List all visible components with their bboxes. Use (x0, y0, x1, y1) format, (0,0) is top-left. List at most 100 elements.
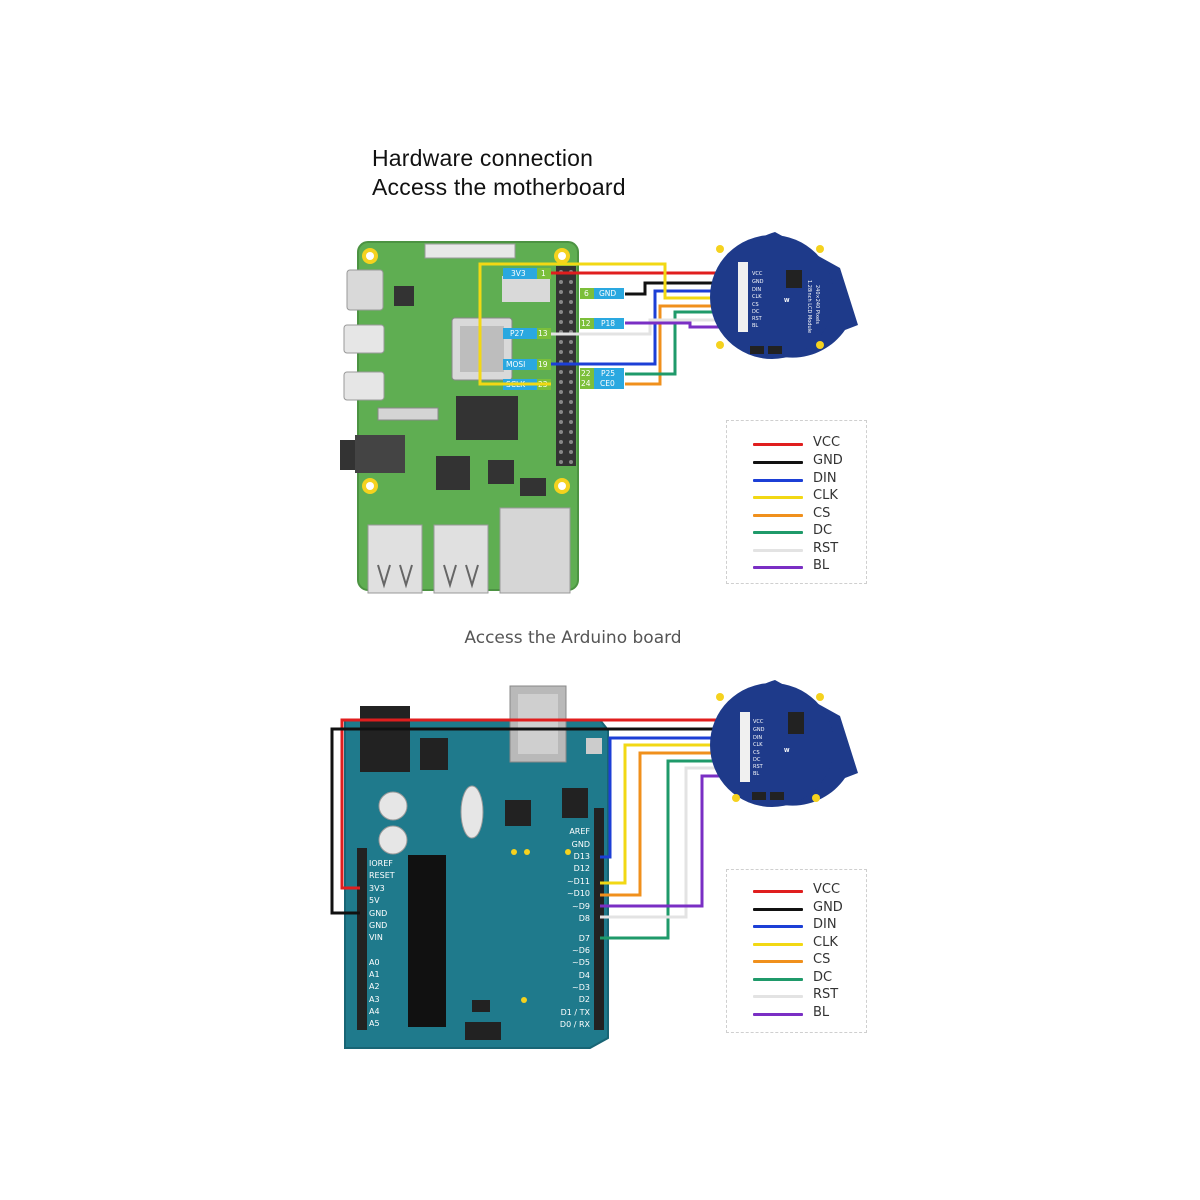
pin-label-gnd: GND (599, 289, 616, 298)
pin-label-3v3: 3V3 (511, 269, 526, 278)
arduino-pin-a1: A1 (369, 970, 380, 979)
arduino-pin-5v: 5V (369, 896, 380, 905)
legend-row-cs: CS (753, 506, 863, 522)
legend-row-clk: CLK (753, 935, 863, 951)
arduino-pin-a5: A5 (369, 1019, 380, 1028)
arduino-board (344, 685, 609, 1049)
legend-row-vcc: VCC (753, 882, 863, 898)
arduino-pin-d11: ~D11 (567, 877, 590, 886)
svg-text:DC: DC (752, 309, 760, 315)
arduino-pin-d13: D13 (574, 852, 590, 861)
svg-text:DIN: DIN (753, 735, 762, 741)
wire-rst (551, 318, 740, 336)
arduino-pin-d6: ~D6 (572, 946, 590, 955)
arduino-pin-ioref: IOREF (369, 859, 393, 868)
arduino-left-labels: IOREF RESET 3V3 5V GND GND VIN A0 A1 A2 … (369, 859, 395, 1028)
wire-cs-arduino (600, 751, 740, 897)
pin-label-ce0: CE0 (600, 379, 615, 388)
pin-num-13: 13 (538, 329, 548, 338)
svg-text:RST: RST (753, 764, 764, 770)
svg-text:VCC: VCC (752, 271, 763, 277)
lcd-module-top: VCC GND DIN CLK CS DC RST BL 1.28inch LC… (710, 232, 858, 359)
legend-row-rst: RST (753, 987, 863, 1003)
arduino-pin-d7: D7 (579, 934, 590, 943)
pin-num-6: 6 (584, 289, 589, 298)
svg-text:CS: CS (753, 750, 760, 756)
lcd-module-name: 1.28inch LCD Module (806, 280, 812, 333)
svg-text:CS: CS (752, 302, 759, 308)
svg-text:CLK: CLK (752, 294, 762, 300)
legend-row-bl: BL (753, 1005, 863, 1021)
wire-din (551, 289, 740, 366)
svg-text:GND: GND (753, 727, 765, 733)
arduino-pin-d5: ~D5 (572, 958, 590, 967)
pin-label-p18: P18 (601, 319, 615, 328)
wire-dc (625, 310, 740, 376)
raspberry-pi-board (340, 241, 579, 594)
wire-rst-arduino (600, 766, 740, 919)
arduino-pin-a2: A2 (369, 982, 380, 991)
legend-row-dc: DC (753, 523, 863, 539)
arduino-right-labels: AREF GND D13 D12 ~D11 ~D10 ~D9 D8 D7 ~D6… (560, 827, 591, 1029)
legend-row-gnd: GND (753, 453, 863, 469)
pin-num-12: 12 (581, 319, 591, 328)
svg-text:DC: DC (753, 757, 761, 763)
wire-vcc-arduino (340, 718, 740, 890)
arduino-pin-d2: D2 (579, 995, 590, 1004)
wire-bl (625, 321, 740, 329)
legend-row-bl: BL (753, 558, 863, 574)
arduino-pin-d0: D0 / RX (560, 1020, 591, 1029)
arduino-pin-3v3: 3V3 (369, 884, 385, 893)
diagram-subtitle: Access the motherboard (372, 174, 626, 200)
arduino-pin-d3: ~D3 (572, 983, 590, 992)
legend-row-dc: DC (753, 970, 863, 986)
arduino-pin-a4: A4 (369, 1007, 380, 1016)
arduino-pin-d4: D4 (579, 971, 590, 980)
wire-color-legend: VCC GND DIN CLK CS DC RST BL (726, 420, 867, 584)
legend-row-gnd: GND (753, 900, 863, 916)
arduino-pin-d1: D1 / TX (561, 1008, 591, 1017)
pin-label-p27: P27 (510, 329, 524, 338)
arduino-pin-d12: D12 (574, 864, 590, 873)
svg-text:DIN: DIN (752, 287, 761, 293)
legend-row-din: DIN (753, 471, 863, 487)
wire-cs (625, 304, 740, 386)
svg-text:W: W (784, 298, 790, 304)
wire-clk-arduino (600, 743, 740, 885)
legend-row-vcc: VCC (753, 435, 863, 451)
legend-row-rst: RST (753, 541, 863, 557)
pin-num-24: 24 (581, 379, 591, 388)
lcd-module-bottom: VCC GND DIN CLK CS DC RST BL W (710, 680, 858, 807)
wire-gnd-arduino (330, 727, 740, 915)
svg-text:GND: GND (752, 279, 764, 285)
arduino-pin-d10: ~D10 (567, 889, 590, 898)
pin-num-19: 19 (538, 360, 548, 369)
diagram-title: Hardware connection (372, 145, 594, 171)
legend-row-din: DIN (753, 917, 863, 933)
arduino-pin-reset: RESET (369, 871, 395, 880)
wire-gnd (625, 281, 740, 296)
lcd-module-resolution: 240×240 Pixels (814, 285, 820, 324)
arduino-pin-gnd: GND (572, 840, 590, 849)
arduino-pin-a0: A0 (369, 958, 380, 967)
legend-row-clk: CLK (753, 488, 863, 504)
arduino-pin-vin: VIN (369, 933, 383, 942)
rpi-wires (478, 262, 740, 386)
svg-text:W: W (784, 748, 790, 754)
legend-row-cs: CS (753, 952, 863, 968)
wire-clk (478, 262, 740, 386)
svg-text:BL: BL (753, 771, 759, 777)
svg-text:VCC: VCC (753, 719, 764, 725)
wire-dc-arduino (600, 759, 740, 940)
arduino-pin-gnd1: GND (369, 909, 387, 918)
svg-text:CLK: CLK (753, 742, 763, 748)
wire-bl-arduino (600, 774, 740, 908)
svg-text:BL: BL (752, 323, 758, 329)
pin-label-mosi: MOSI (506, 360, 525, 369)
pin-num-1: 1 (541, 269, 546, 278)
pin-label-p25: P25 (601, 369, 615, 378)
wire-color-legend-arduino: VCC GND DIN CLK CS DC RST BL (726, 869, 867, 1033)
svg-text:RST: RST (752, 316, 763, 322)
arduino-pin-a3: A3 (369, 995, 380, 1004)
